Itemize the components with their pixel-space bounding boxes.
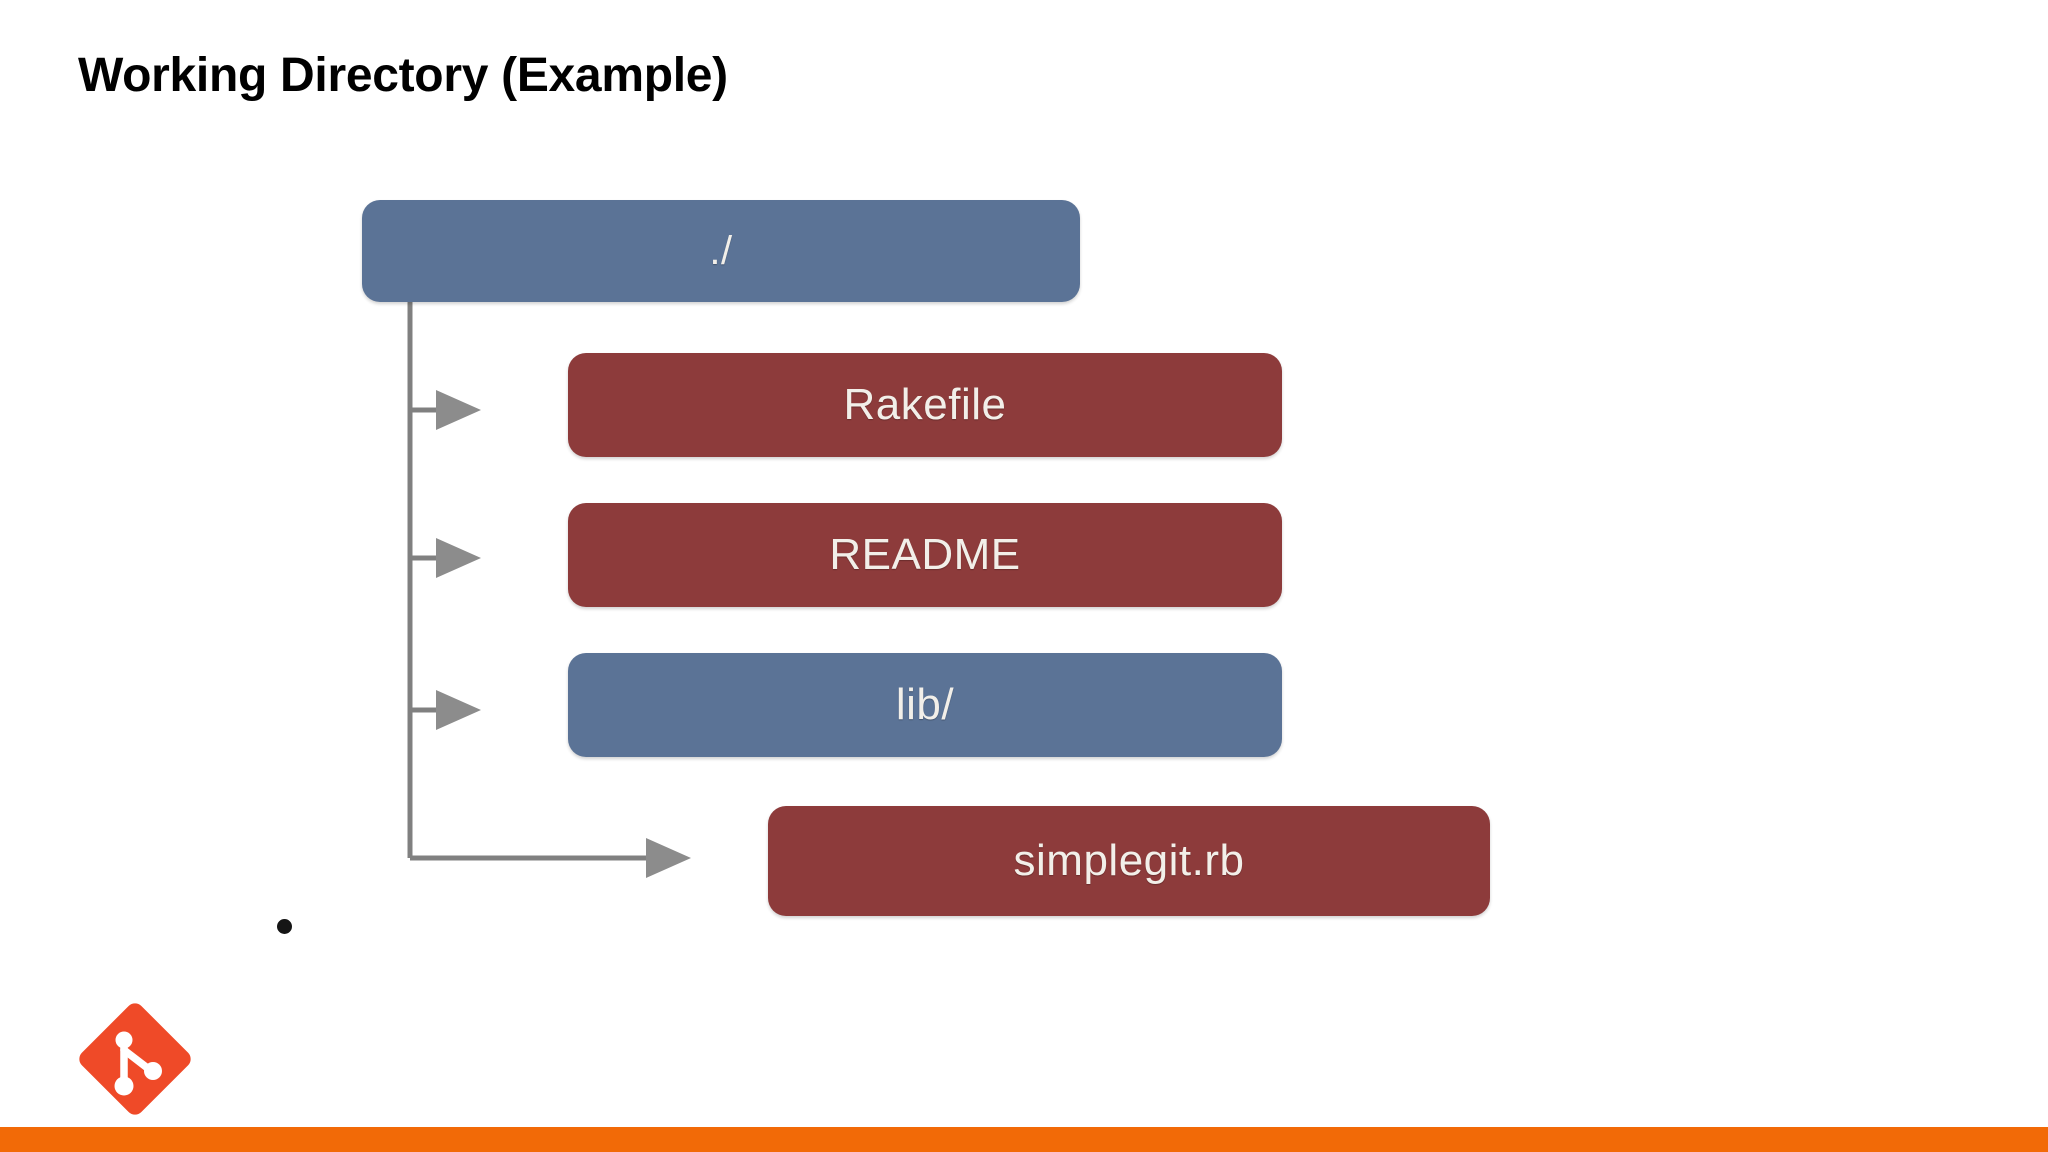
tree-node-rakefile: Rakefile (568, 353, 1282, 457)
tree-node-simplegit: simplegit.rb (768, 806, 1490, 916)
tree-node-lib: lib/ (568, 653, 1282, 757)
tree-node-readme: README (568, 503, 1282, 607)
page-title: Working Directory (Example) (78, 49, 728, 102)
tree-node-root: ./ (362, 200, 1080, 302)
footer-accent-bar (0, 1127, 2048, 1152)
git-logo (76, 1000, 194, 1118)
bullet-dot (277, 919, 292, 934)
